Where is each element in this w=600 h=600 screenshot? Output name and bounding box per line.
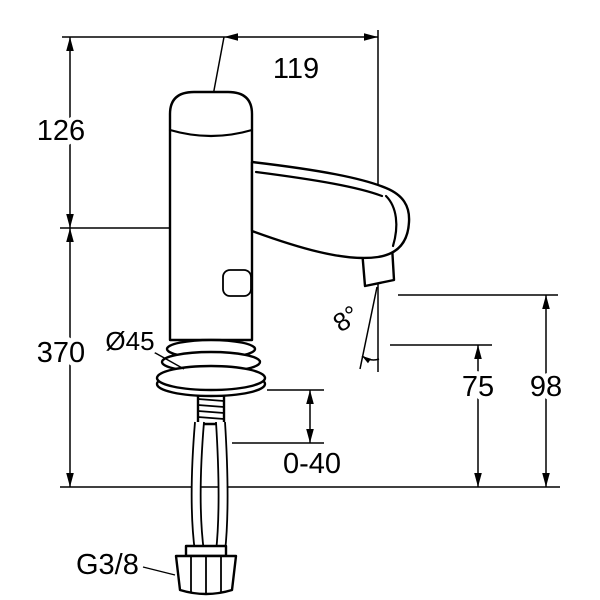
extension-line-axis-diagonal [211,36,225,102]
angle-arc [361,355,380,364]
sensor-window [222,269,252,297]
dim-spout-height-label: 98 [530,371,562,403]
faucet-body [168,90,254,342]
thread-leader-line [142,566,176,576]
spout-tip-edge-line [384,194,398,248]
supply-hose-right [215,421,220,553]
thread-size-label: G3/8 [76,549,139,581]
cap-seam-line [168,128,254,138]
mounting-rings [155,338,267,398]
dim-diameter-label: Ø45 [105,326,154,356]
dimensions: 119 126 370 Ø45 8° 0-40 75 98 G3/8 [32,33,567,586]
dim-projection-label: 119 [273,53,319,85]
dim-outlet-height-label: 75 [462,371,494,403]
nut-facets [190,556,222,595]
nut-collar [184,544,228,558]
spout-top-edge-line [254,170,384,198]
diameter-leader-line [149,349,185,370]
dim-deck-range-label: 0-40 [283,448,341,480]
dim-upper-height-label: 126 [37,115,85,147]
angle-indication [359,286,380,370]
connection-nut [174,544,238,596]
angle-tilted-line [359,286,378,370]
faucet-spout [250,160,411,260]
supply-hose-left [190,421,196,553]
dim-total-height-label: 370 [37,337,85,369]
supply-hoses [190,421,229,553]
faucet [155,90,411,596]
clamp-ring-upper [155,364,267,392]
thread-hatching [197,398,225,420]
threaded-shank [196,391,226,426]
dim-angle-label: 8° [327,299,364,338]
